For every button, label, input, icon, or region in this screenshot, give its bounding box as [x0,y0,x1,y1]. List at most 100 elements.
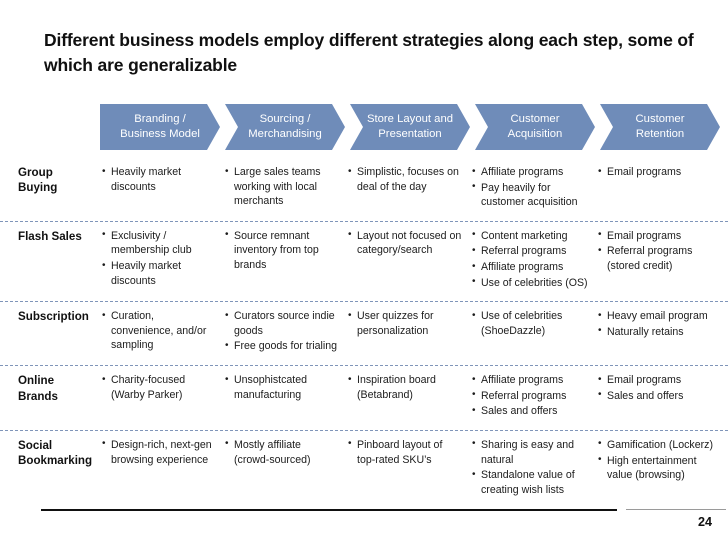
list-item: Unsophistcated manufacturing [225,373,338,402]
list-item: Referral programs (stored credit) [598,244,722,273]
row-label-line2: Buying [18,181,58,195]
list-item: Mostly affiliate (crowd-sourced) [225,437,338,467]
table-row: GroupBuyingHeavily market discounts Large… [0,158,728,221]
row-label-line2: Bookmarking [18,454,93,468]
process-step-label-line1: Branding / [134,113,186,126]
list-item: Sales and offers [472,404,588,419]
list-item: Content marketing [472,228,588,244]
list-item: Use of celebrities (OS) [472,275,588,291]
matrix-cell: Curation, convenience, and/or sampling [102,302,225,365]
bullet-list: Charity-focused (Warby Parker) [102,373,215,402]
bullet-list: Large sales teams working with local mer… [225,165,338,209]
bullet-list: Affiliate programsPay heavily for custom… [472,165,588,210]
list-item: High entertainment value (browsing) [598,453,722,483]
list-item: Design-rich, next-gen browsing experienc… [102,437,215,467]
bullet-list: Gamification (Lockerz)High entertainment… [598,437,722,483]
row-label-line1: Online [18,374,55,388]
list-item: Sales and offers [598,388,722,404]
list-item: Pinboard layout of top-rated SKU’s [348,437,462,467]
bullet-list: Unsophistcated manufacturing [225,373,338,402]
strategy-matrix: GroupBuyingHeavily market discountsLarge… [0,158,728,508]
row-cells: Design-rich, next-gen browsing experienc… [102,431,728,508]
list-item: Referral programs [472,244,588,259]
process-step-label-line2: Presentation [378,128,442,140]
list-item: Free goods for trialing [225,339,338,354]
table-row: Flash SalesExclusivity / membership club… [0,220,728,301]
process-step-label-line2: Acquisition [507,128,563,140]
process-step-label-line2: Retention [635,128,685,140]
list-item: Inspiration board (Betabrand) [348,373,462,402]
matrix-cell: Affiliate programsReferral programsSales… [472,366,598,430]
list-item: Source remnant inventory from top brands [225,228,338,273]
bullet-list: Mostly affiliate (crowd-sourced) [225,437,338,467]
row-cells: Exclusivity / membership clubHeavily mar… [102,222,728,301]
list-item: Heavily market discounts [102,164,215,194]
process-step-label-line1: Store Layout and [366,113,454,126]
matrix-cell: Use of celebrities (ShoeDazzle) [472,302,598,365]
bullet-list: Sharing is easy and naturalStandalone va… [472,437,588,497]
row-cells: Curation, convenience, and/or samplingCu… [102,302,728,365]
list-item: Layout not focused on category/search [348,228,462,258]
matrix-cell: Simplistic, focuses on deal of the day [348,158,472,221]
bullet-list: Curators source indie goodsFree goods fo… [225,309,338,354]
row-label-line1: Social [18,438,53,452]
list-item: Gamification (Lockerz) [598,437,722,453]
list-item: Affiliate programs [472,373,588,388]
matrix-cell: Layout not focused on category/search [348,222,472,301]
process-step-1: Branding /Business Model [100,104,220,150]
matrix-cell: Design-rich, next-gen browsing experienc… [102,431,225,508]
bullet-list: Email programsReferral programs (stored … [598,228,722,274]
bullet-list: Source remnant inventory from top brands [225,228,338,273]
matrix-cell: User quizzes for personalization [348,302,472,365]
matrix-cell: Large sales teams working with local mer… [225,158,348,221]
matrix-cell: Pinboard layout of top-rated SKU’s [348,431,472,508]
footer-divider [41,509,617,511]
list-item: Exclusivity / membership club [102,228,215,258]
bullet-list: Simplistic, focuses on deal of the day [348,164,462,194]
process-step-label-line1: Customer [635,113,685,126]
list-item: Heavily market discounts [102,259,215,288]
matrix-cell: Inspiration board (Betabrand) [348,366,472,430]
list-item: Pay heavily for customer acquisition [472,180,588,210]
matrix-cell: Sharing is easy and naturalStandalone va… [472,431,598,508]
process-step-label-line1: Sourcing / [259,113,311,126]
list-item: Sharing is easy and natural [472,437,588,467]
list-item: Curation, convenience, and/or sampling [102,309,215,353]
matrix-cell: Gamification (Lockerz)High entertainment… [598,431,728,508]
row-cells: Heavily market discounts Large sales team… [102,158,728,221]
row-label: Flash Sales [0,222,102,301]
table-row: SocialBookmarkingDesign-rich, next-gen b… [0,429,728,508]
bullet-list: Design-rich, next-gen browsing experienc… [102,437,215,467]
bullet-list: Exclusivity / membership clubHeavily mar… [102,228,215,288]
matrix-cell: Heavily market discounts [102,158,225,221]
bullet-list: Email programs [598,165,722,180]
list-item: Affiliate programs [472,165,588,180]
matrix-cell: Charity-focused (Warby Parker) [102,366,225,430]
matrix-cell: Unsophistcated manufacturing [225,366,348,430]
list-item: Affiliate programs [472,260,588,275]
bullet-list: Pinboard layout of top-rated SKU’s [348,437,462,467]
matrix-cell: Mostly affiliate (crowd-sourced) [225,431,348,508]
list-item: Standalone value of creating wish lists [472,468,588,497]
table-row: OnlineBrandsCharity-focused (Warby Parke… [0,365,728,430]
row-cells: Charity-focused (Warby Parker) Unsophistc… [102,366,728,430]
list-item: Email programs [598,228,722,244]
row-label: Subscription [0,302,102,365]
list-item: Heavy email program [598,309,722,324]
matrix-cell: Affiliate programsPay heavily for custom… [472,158,598,221]
bullet-list: Curation, convenience, and/or sampling [102,309,215,353]
process-step-label-line1: Customer [510,113,560,126]
list-item: Email programs [598,373,722,388]
bullet-list: Inspiration board (Betabrand) [348,373,462,402]
list-item: User quizzes for personalization [348,309,462,338]
bullet-list: Affiliate programsReferral programsSales… [472,373,588,419]
matrix-cell: Curators source indie goodsFree goods fo… [225,302,348,365]
page-number: 24 [697,515,712,529]
matrix-cell: Email programsReferral programs (stored … [598,222,728,301]
list-item: Large sales teams working with local mer… [225,165,338,209]
list-item: Charity-focused (Warby Parker) [102,373,215,402]
